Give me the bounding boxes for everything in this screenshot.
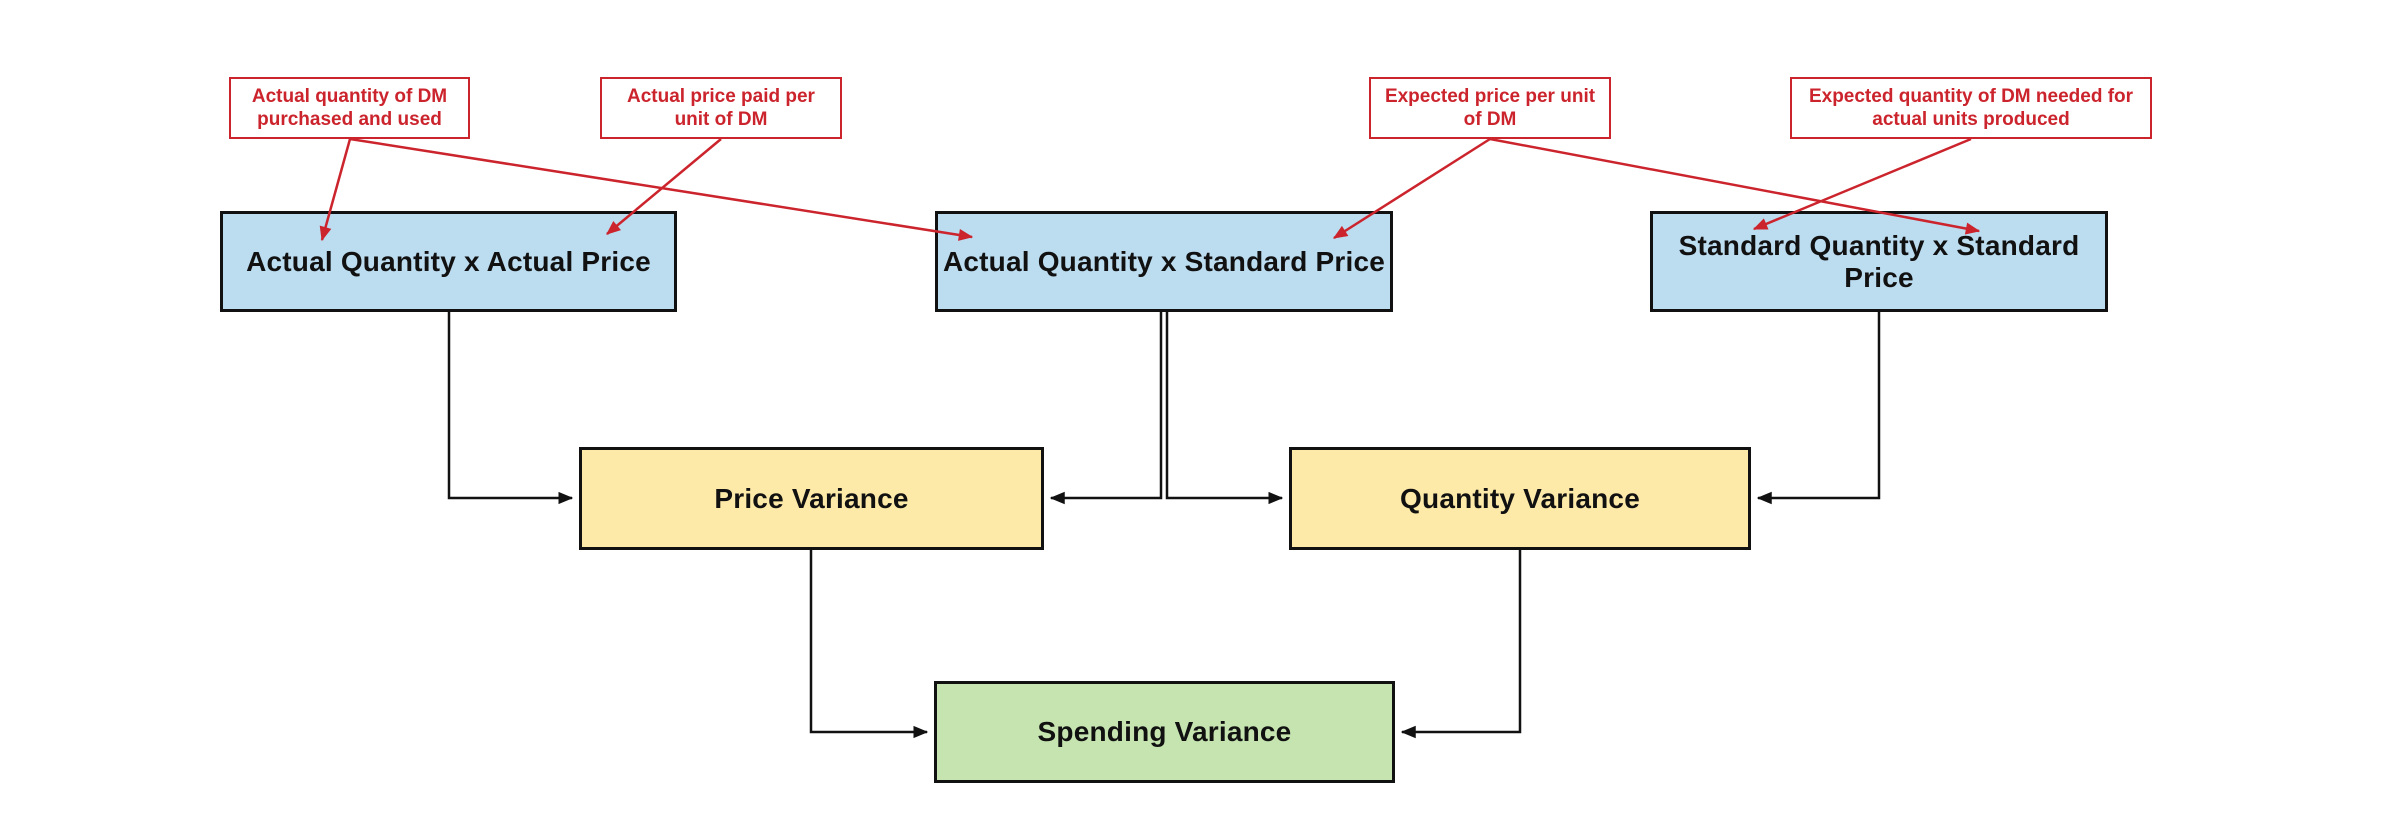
- node-price-variance: Price Variance: [579, 447, 1044, 550]
- flow-aqsp-to-price-variance: [1049, 312, 1163, 505]
- flow-sqsp-to-quantity-variance: [1756, 312, 1881, 505]
- callout-actual-quantity: Actual quantity of DM purchased and used: [229, 77, 470, 139]
- node-standard-quantity-standard-price: Standard Quantity x Standard Price: [1650, 211, 2108, 312]
- node-actual-quantity-standard-price: Actual Quantity x Standard Price: [935, 211, 1393, 312]
- flow-aqsp-to-quantity-variance: [1165, 312, 1284, 505]
- node-actual-quantity-actual-price: Actual Quantity x Actual Price: [220, 211, 677, 312]
- flow-quantity-variance-to-spending-variance: [1400, 550, 1522, 739]
- flow-aqap-to-price-variance: [447, 312, 574, 505]
- flow-price-variance-to-spending-variance: [809, 550, 929, 739]
- node-quantity-variance: Quantity Variance: [1289, 447, 1751, 550]
- callout-expected-quantity: Expected quantity of DM needed for actua…: [1790, 77, 2152, 139]
- callout-actual-price: Actual price paid per unit of DM: [600, 77, 842, 139]
- node-spending-variance: Spending Variance: [934, 681, 1395, 783]
- callout-expected-price: Expected price per unit of DM: [1369, 77, 1611, 139]
